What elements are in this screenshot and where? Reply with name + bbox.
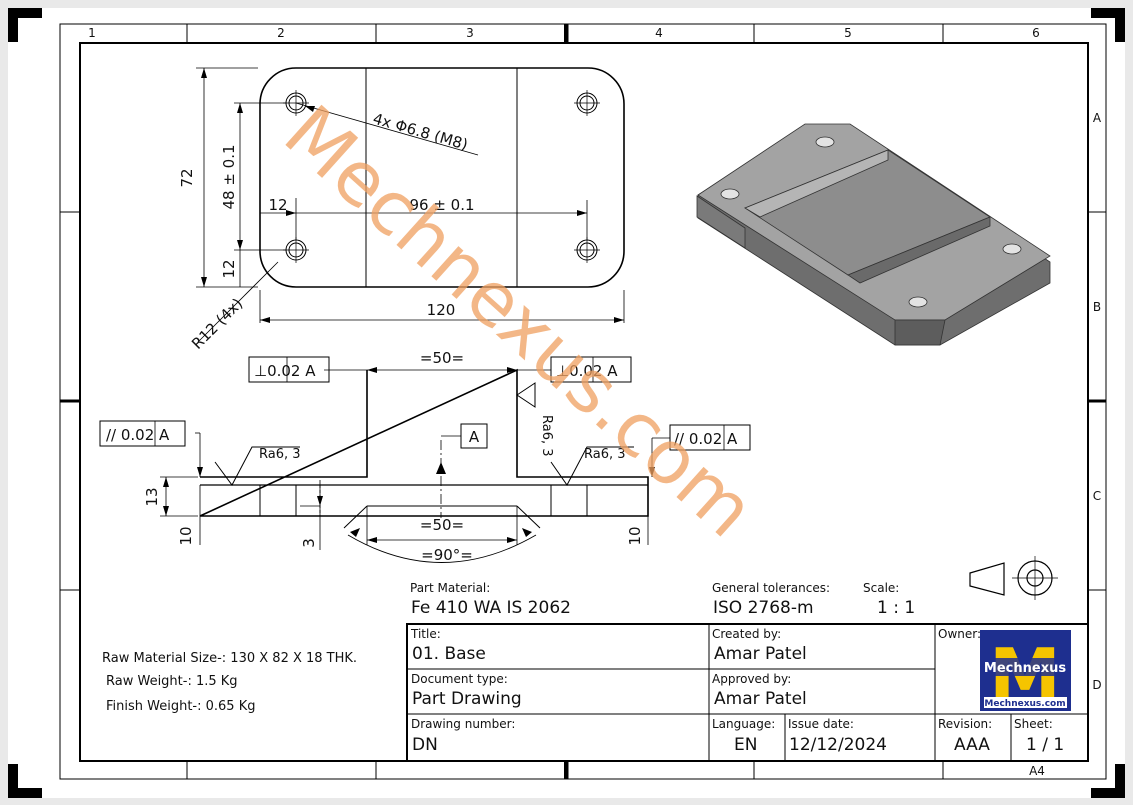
dim-hole-edge-horizontal: 12: [268, 196, 287, 214]
company-logo: M Mechnexus Mechnexus.com: [980, 630, 1071, 717]
zone-col-3: 3: [466, 26, 474, 40]
raw-weight: Raw Weight-: 1.5 Kg: [106, 674, 238, 689]
gdt-parallel-left: // 0.02 A: [106, 426, 170, 444]
document-type-label: Document type:: [411, 672, 508, 686]
corner-marks: [8, 8, 1125, 798]
created-by-label: Created by:: [712, 627, 781, 641]
gdt-frame-perp-right: [550, 356, 632, 383]
part-material-label: Part Material:: [410, 581, 490, 595]
paper-size: A4: [1029, 764, 1045, 778]
raw-material-size: Raw Material Size-: 130 X 82 X 18 THK.: [102, 651, 357, 666]
gdt-perp-left: ⊥0.02 A: [254, 362, 316, 380]
finish-weight: Finish Weight-: 0.65 Kg: [106, 699, 256, 714]
scale: 1 : 1: [877, 598, 915, 618]
gdt-frame-parallel-left: [99, 420, 186, 447]
dim-overall-height: 72: [178, 168, 196, 187]
datum-box: [460, 423, 488, 449]
roughness-slot-label: Ra6, 3: [539, 415, 554, 457]
datum-label: A: [469, 428, 480, 446]
zone-row-c: C: [1093, 489, 1101, 503]
logo-url: Mechnexus.com: [984, 699, 1065, 709]
isometric-view: [696, 123, 1051, 346]
center-marks: [60, 24, 1106, 779]
dim-overall-length: 120: [427, 301, 456, 319]
zone-row-d: D: [1092, 678, 1101, 692]
front-view: [99, 356, 751, 563]
general-tolerances: ISO 2768-m: [713, 598, 814, 618]
roughness-symbol-slot: [516, 382, 536, 408]
zone-row-a: A: [1093, 111, 1102, 125]
gdt-parallel-right: // 0.02 A: [674, 430, 738, 448]
gdt-frame-parallel-right: [669, 424, 751, 451]
dim-vee-depth: 3: [300, 538, 318, 548]
created-by: Amar Patel: [714, 644, 807, 664]
revision: AAA: [954, 735, 990, 755]
approved-by-label: Approved by:: [712, 672, 791, 686]
top-view-outline: [259, 67, 625, 288]
dim-base-thickness-right: 10: [626, 526, 644, 545]
dim-hole-pitch-horizontal: 96 ± 0.1: [409, 196, 474, 214]
front-view-dimension-lines: [160, 369, 670, 550]
logo-band: [982, 658, 1069, 676]
top-view-dimension-lines: [196, 67, 625, 343]
title-label: Title:: [410, 627, 441, 641]
roughness-right-label: Ra6, 3: [584, 447, 626, 462]
drawing-number-label: Drawing number:: [411, 717, 515, 731]
roughness-left-label: Ra6, 3: [259, 447, 301, 462]
owner-label: Owner:: [938, 627, 981, 641]
dim-hole-pitch-vertical: 48 ± 0.1: [220, 144, 238, 209]
mounting-hole-tr: [574, 90, 600, 116]
part-material: Fe 410 WA IS 2062: [411, 598, 571, 618]
revision-label: Revision:: [938, 717, 992, 731]
top-view: [196, 67, 625, 343]
front-view-arrowheads: [163, 367, 655, 543]
general-tolerances-label: General tolerances:: [712, 581, 830, 595]
issue-date-label: Issue date:: [788, 717, 854, 731]
drawing-title: 01. Base: [412, 644, 486, 664]
zone-labels: 1 2 3 4 5 6 A B C D A4: [88, 26, 1102, 778]
zone-col-2: 2: [277, 26, 285, 40]
vee-edges: [343, 505, 541, 529]
issue-date: 12/12/2024: [789, 735, 887, 755]
gdt-frame-perp-left: [248, 356, 330, 383]
logo-url-band: [984, 697, 1067, 708]
approved-by: Amar Patel: [714, 689, 807, 709]
dim-slot-width: =50=: [420, 349, 464, 367]
scale-label: Scale:: [863, 581, 899, 595]
document-type: Part Drawing: [412, 689, 522, 709]
angle-arc: [347, 534, 537, 563]
projection-symbol: [969, 556, 1058, 600]
zone-col-6: 6: [1032, 26, 1040, 40]
top-view-arrowheads: [201, 68, 624, 323]
dim-hole-edge-vertical: 12: [220, 259, 238, 278]
logo-name: Mechnexus: [984, 661, 1066, 676]
language-label: Language:: [712, 717, 775, 731]
zone-col-5: 5: [844, 26, 852, 40]
dim-base-thickness-left: 10: [177, 526, 195, 545]
roughness-symbol-left: [214, 446, 300, 486]
language: EN: [734, 735, 757, 755]
gdt-perp-right: ⊥0.02 A: [556, 362, 618, 380]
paper: [8, 8, 1125, 798]
title-block-grid: [406, 623, 1089, 762]
zone-row-b: B: [1093, 300, 1101, 314]
roughness-symbol-right: [550, 446, 634, 486]
zone-col-1: 1: [88, 26, 96, 40]
drawing-number: DN: [412, 735, 438, 755]
zone-col-4: 4: [655, 26, 663, 40]
sheet: 1 / 1: [1026, 735, 1064, 755]
dim-step-height: 13: [143, 487, 161, 506]
sheet-label: Sheet:: [1014, 717, 1053, 731]
dim-vee-angle: =90°=: [421, 546, 473, 564]
dim-vee-width: =50=: [420, 516, 464, 534]
